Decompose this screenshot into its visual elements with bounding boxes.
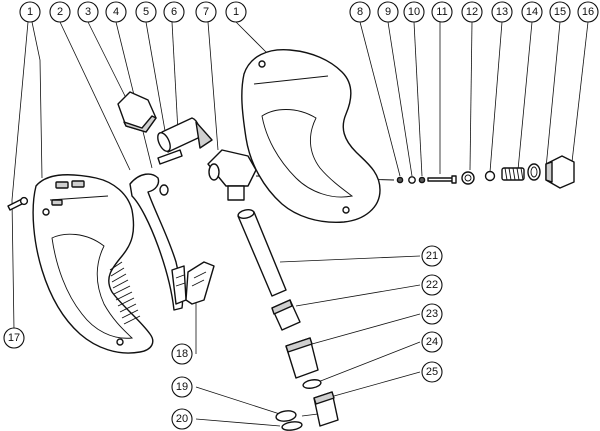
svg-text:25: 25 bbox=[426, 366, 438, 378]
callout-1-right: 1 bbox=[225, 1, 247, 23]
svg-text:23: 23 bbox=[426, 308, 438, 320]
svg-text:12: 12 bbox=[466, 6, 478, 18]
svg-text:3: 3 bbox=[85, 6, 91, 18]
callout-15: 15 bbox=[549, 1, 571, 23]
callout-19: 19 bbox=[171, 376, 193, 398]
callout-8: 8 bbox=[349, 1, 371, 23]
svg-text:18: 18 bbox=[176, 348, 188, 360]
leader-lines bbox=[11, 21, 589, 427]
svg-text:4: 4 bbox=[113, 6, 119, 18]
callout-bubbles: 1 2 3 4 5 6 7 1 bbox=[3, 1, 599, 430]
svg-text:17: 17 bbox=[8, 332, 20, 344]
svg-text:6: 6 bbox=[171, 6, 177, 18]
callout-6: 6 bbox=[163, 1, 185, 23]
callout-18: 18 bbox=[171, 343, 193, 365]
callout-23: 23 bbox=[421, 303, 443, 325]
nut-part bbox=[117, 91, 157, 133]
ball-13-part bbox=[484, 170, 496, 182]
callout-16: 16 bbox=[577, 1, 599, 23]
trigger-part bbox=[129, 173, 187, 311]
tube-part bbox=[157, 117, 213, 153]
svg-text:2: 2 bbox=[57, 6, 63, 18]
callout-14: 14 bbox=[521, 1, 543, 23]
right-housing-part bbox=[241, 49, 381, 224]
o-ring-24-part bbox=[302, 379, 322, 389]
left-housing-part bbox=[32, 174, 154, 354]
svg-text:15: 15 bbox=[554, 6, 566, 18]
callout-11: 11 bbox=[431, 1, 453, 23]
svg-text:19: 19 bbox=[176, 381, 188, 393]
callout-20: 20 bbox=[171, 408, 193, 430]
callout-7: 7 bbox=[195, 1, 217, 23]
svg-text:14: 14 bbox=[526, 6, 538, 18]
extension-tube-part bbox=[237, 209, 287, 297]
valve-stem-11-part bbox=[427, 175, 457, 184]
callout-9: 9 bbox=[377, 1, 399, 23]
callout-5: 5 bbox=[135, 1, 157, 23]
callout-2: 2 bbox=[49, 1, 71, 23]
spring-14-part bbox=[501, 167, 525, 181]
o-ring-15-part bbox=[527, 163, 541, 181]
callout-24: 24 bbox=[421, 331, 443, 353]
callout-12: 12 bbox=[461, 1, 483, 23]
callout-25: 25 bbox=[421, 361, 443, 383]
svg-text:16: 16 bbox=[582, 6, 594, 18]
svg-text:9: 9 bbox=[385, 6, 391, 18]
seal-10-part bbox=[418, 176, 426, 184]
valve-seals-row bbox=[396, 155, 575, 189]
svg-text:5: 5 bbox=[143, 6, 149, 18]
svg-text:24: 24 bbox=[426, 336, 438, 348]
svg-text:1: 1 bbox=[27, 6, 33, 18]
washer-9-part bbox=[408, 176, 416, 184]
svg-text:20: 20 bbox=[176, 413, 188, 425]
valve-body-part bbox=[207, 149, 395, 201]
svg-text:22: 22 bbox=[426, 279, 438, 291]
svg-text:1: 1 bbox=[233, 6, 239, 18]
callout-13: 13 bbox=[491, 1, 513, 23]
callout-4: 4 bbox=[105, 1, 127, 23]
nozzle-part bbox=[313, 391, 339, 427]
pin-part bbox=[157, 149, 183, 196]
ring-12-part bbox=[461, 171, 475, 185]
callout-1-left: 1 bbox=[19, 1, 41, 23]
callout-17: 17 bbox=[3, 327, 25, 349]
svg-text:10: 10 bbox=[408, 6, 420, 18]
cap-16-part bbox=[545, 155, 575, 189]
svg-text:7: 7 bbox=[203, 6, 209, 18]
coupling-2-part bbox=[285, 337, 319, 379]
callout-21: 21 bbox=[421, 245, 443, 267]
rings-part bbox=[275, 410, 303, 431]
svg-text:21: 21 bbox=[426, 250, 438, 262]
seal-8-part bbox=[396, 176, 404, 184]
callout-22: 22 bbox=[421, 274, 443, 296]
screw-part bbox=[7, 196, 29, 211]
clip-part bbox=[185, 261, 215, 305]
svg-text:11: 11 bbox=[436, 6, 447, 18]
callout-10: 10 bbox=[403, 1, 425, 23]
svg-text:13: 13 bbox=[496, 6, 508, 18]
svg-text:8: 8 bbox=[357, 6, 363, 18]
coupling-part bbox=[271, 299, 301, 331]
callout-3: 3 bbox=[77, 1, 99, 23]
